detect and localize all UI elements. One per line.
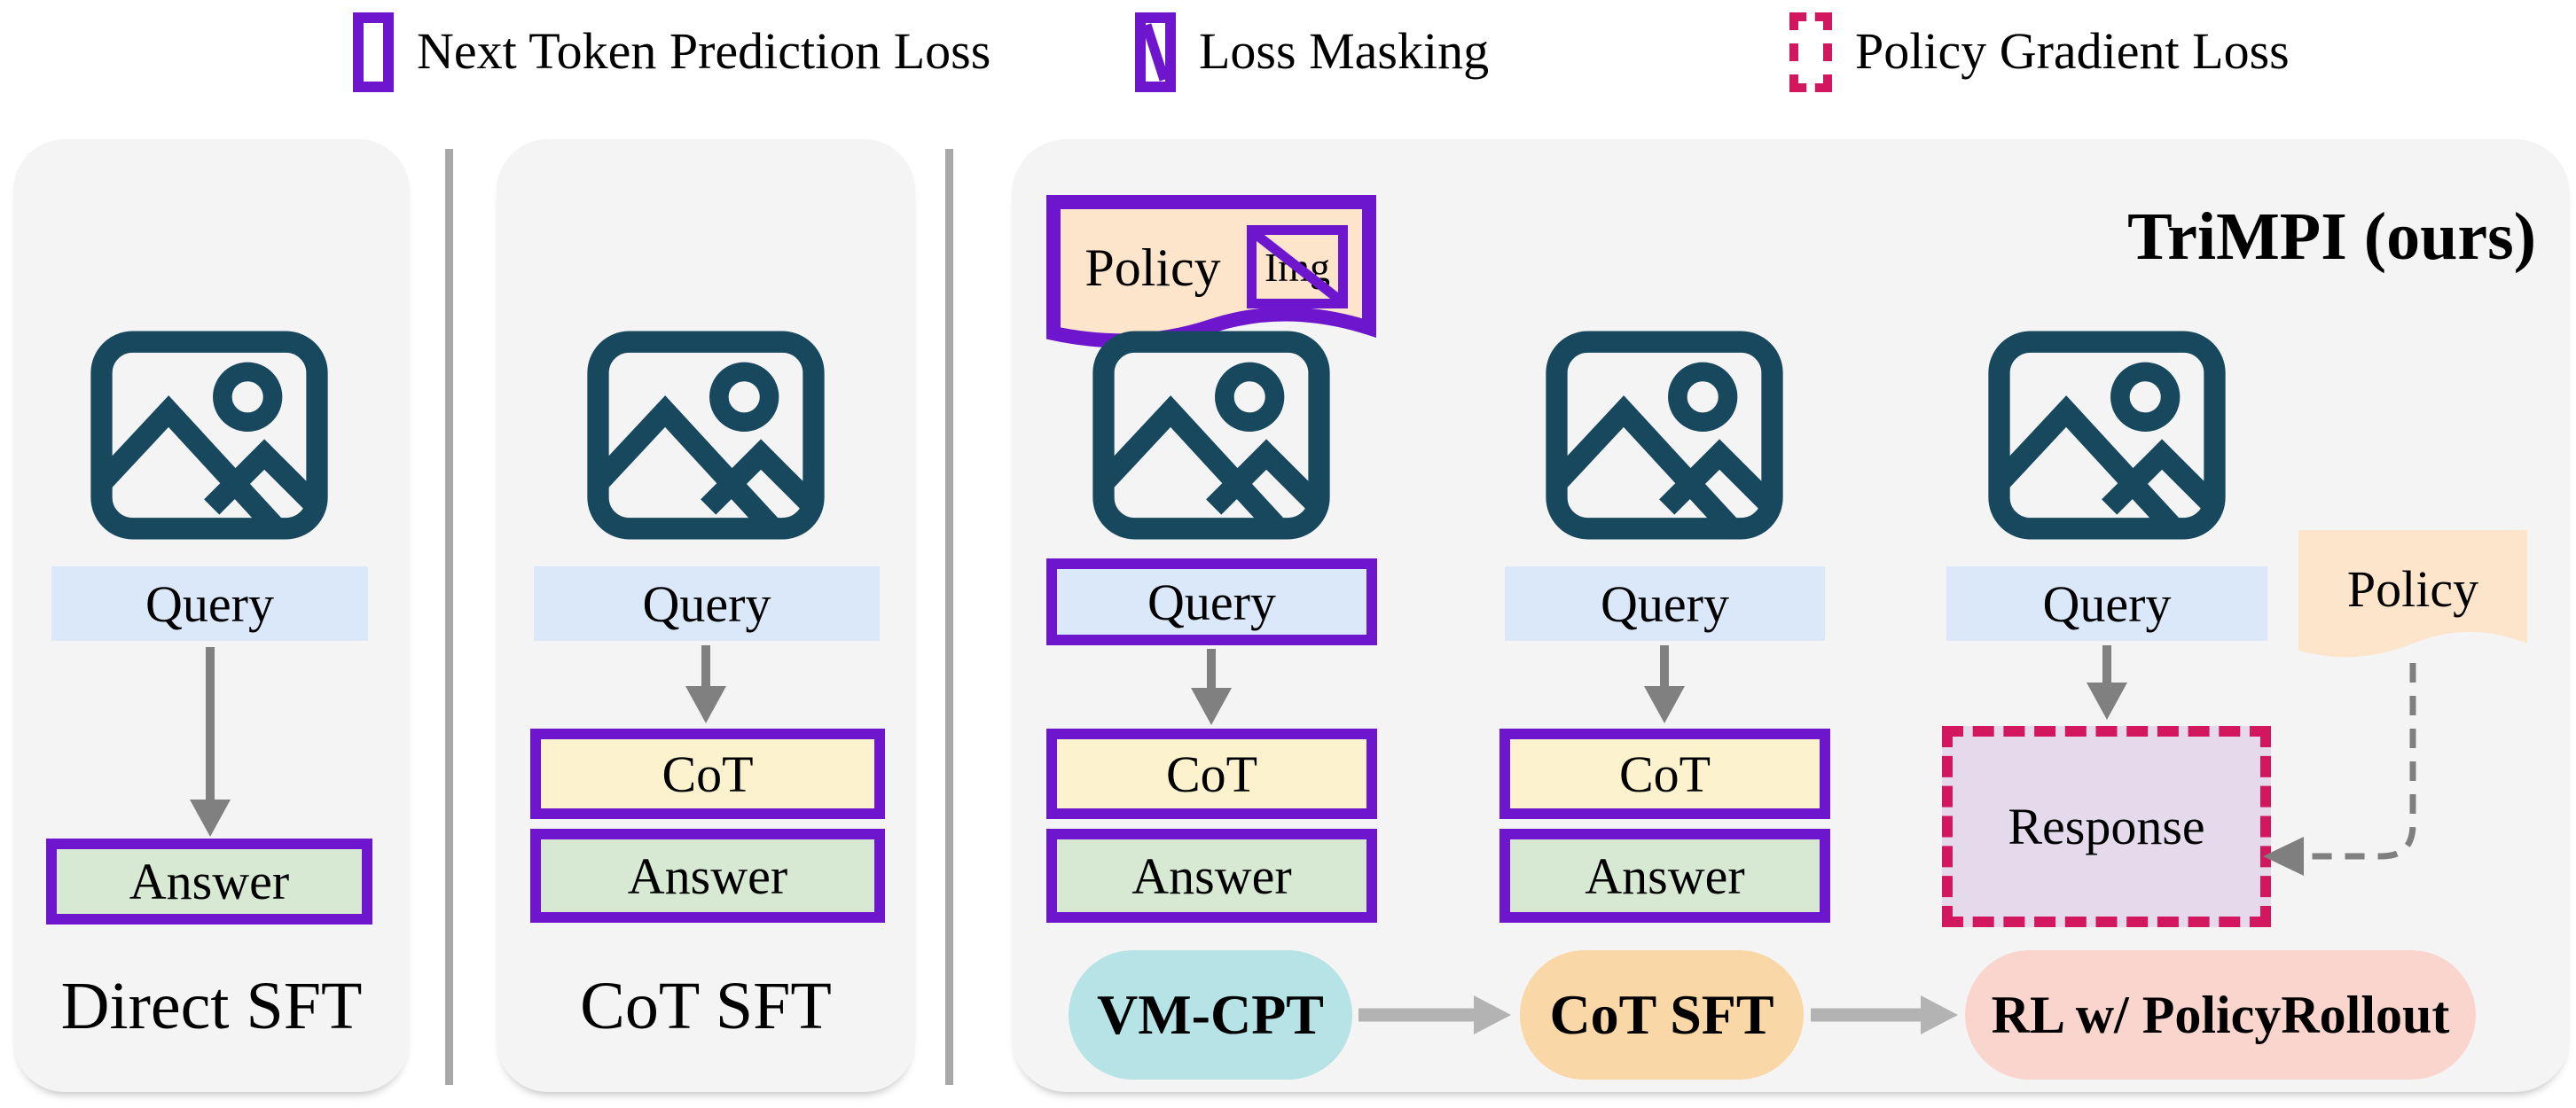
panel-title-direct-sft: Direct SFT [60,969,363,1043]
answer-box: Answer [1499,829,1830,923]
down-arrow-icon [1191,649,1232,725]
image-icon [1092,331,1330,540]
image-icon [90,331,328,540]
policy-gradient-loss-swatch-icon [1789,12,1832,92]
policy-flag-shape-icon [2298,530,2527,658]
query-box: Query [1046,558,1377,645]
down-arrow-icon [1644,645,1685,723]
panel-divider [445,149,453,1085]
right-arrow-icon [1811,995,1958,1034]
panel-title-cot-sft: CoT SFT [580,969,832,1043]
legend-label-loss-masking: Loss Masking [1199,22,1490,80]
down-arrow-icon [2087,645,2127,720]
answer-box: Answer [46,839,372,925]
rl-policyrollout-pill: RL w/ PolicyRollout [1965,950,2476,1080]
down-arrow-icon [685,645,726,723]
answer-box: Answer [1046,829,1377,923]
next-token-loss-swatch-icon [353,12,394,92]
vm-cpt-pill: VM-CPT [1069,950,1352,1080]
down-arrow-icon [190,647,231,837]
image-icon [587,331,825,540]
cot-box: CoT [530,729,885,819]
query-box: Query [1505,566,1825,641]
loss-masking-swatch-icon [1135,12,1176,92]
cot-box: CoT [1499,729,1830,819]
image-icon [1546,331,1783,540]
legend-label-next-token: Next Token Prediction Loss [417,22,991,80]
query-box: Query [51,566,368,641]
dashed-connector-arrow-icon [2263,663,2416,876]
trimpi-title: TriMPI (ours) [2127,199,2536,274]
diagonal-line-icon [1141,23,1170,82]
img-token-box: Img [1247,225,1348,308]
policy-flag-label: Policy [2346,559,2479,618]
answer-box: Answer [530,829,885,923]
panel-divider [945,149,953,1085]
diagonal-line-icon [1255,233,1340,300]
query-box: Query [534,566,880,641]
query-box: Query [1946,566,2267,641]
response-box: Response [1942,726,2271,927]
policy-tape-label: Policy [1084,238,1221,297]
image-icon [1988,331,2226,540]
cot-box: CoT [1046,729,1377,819]
right-arrow-icon [1358,995,1511,1034]
cot-sft-pill: CoT SFT [1520,950,1804,1080]
legend-label-policy-gradient: Policy Gradient Loss [1855,22,2290,80]
